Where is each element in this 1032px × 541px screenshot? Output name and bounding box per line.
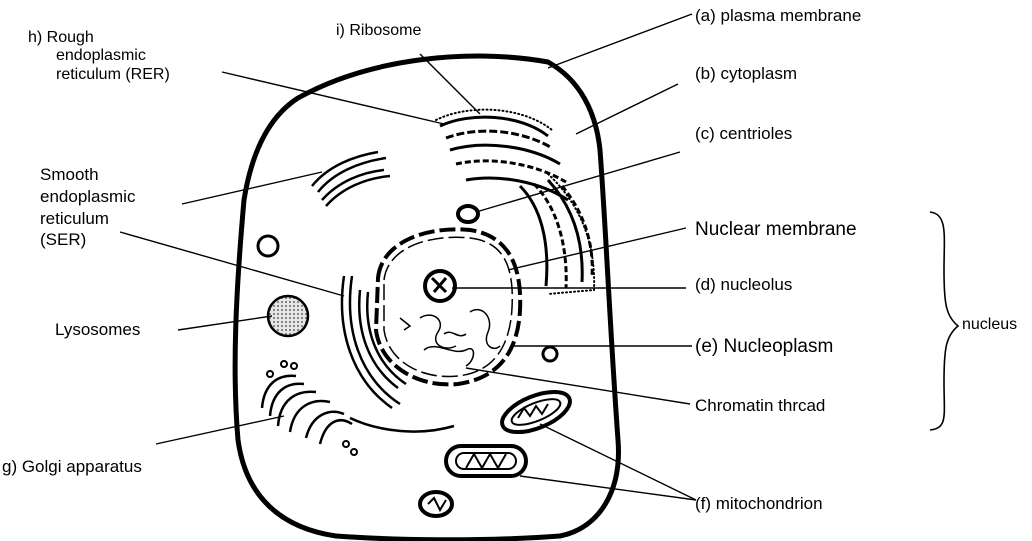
vacuole	[541, 345, 559, 363]
label-plasma-membrane: (a) plasma membrane	[695, 6, 862, 25]
label-cytoplasm: (b) cytoplasm	[695, 64, 798, 83]
nuclear-membrane	[373, 227, 523, 387]
nucleolus	[423, 269, 457, 303]
label-rough-er: h) Rough endoplasmic reticulum (RER)	[28, 29, 170, 83]
label-nucleoplasm: (e) Nucleoplasm	[695, 336, 834, 357]
label-nucleus: nucleus	[962, 316, 1018, 333]
golgi-apparatus	[260, 374, 353, 445]
plasma-membrane-outline	[232, 53, 621, 541]
perinuclear-er	[340, 275, 455, 433]
mitochondrion	[444, 444, 528, 478]
label-mitochondrion: (f) mitochondrion	[695, 494, 823, 513]
label-centrioles: (c) centrioles	[695, 124, 793, 143]
nucleus-brace	[929, 211, 960, 431]
leader-lines	[119, 13, 697, 501]
smooth-endoplasmic-reticulum	[311, 150, 391, 207]
centrioles	[456, 204, 480, 224]
vacuole	[256, 234, 280, 258]
mitochondrion	[418, 490, 454, 518]
label-golgi-apparatus: g) Golgi apparatus	[2, 457, 142, 476]
golgi-vesicles	[266, 360, 358, 456]
label-chromatin-thread: Chromatin thrcad	[695, 396, 826, 415]
ribosome-dots	[435, 108, 596, 295]
label-nucleolus: (d) nucleolus	[695, 275, 793, 294]
label-smooth-er: Smooth endoplasmic reticulum (SER)	[40, 165, 136, 250]
label-lysosomes: Lysosomes	[55, 320, 141, 339]
label-ribosome: i) Ribosome	[336, 22, 422, 39]
label-nuclear-membrane: Nuclear membrane	[695, 219, 857, 240]
chromatin-threads	[399, 309, 501, 367]
mitochondrion	[500, 389, 572, 435]
lysosome	[266, 294, 310, 338]
rough-endoplasmic-reticulum	[439, 115, 594, 289]
